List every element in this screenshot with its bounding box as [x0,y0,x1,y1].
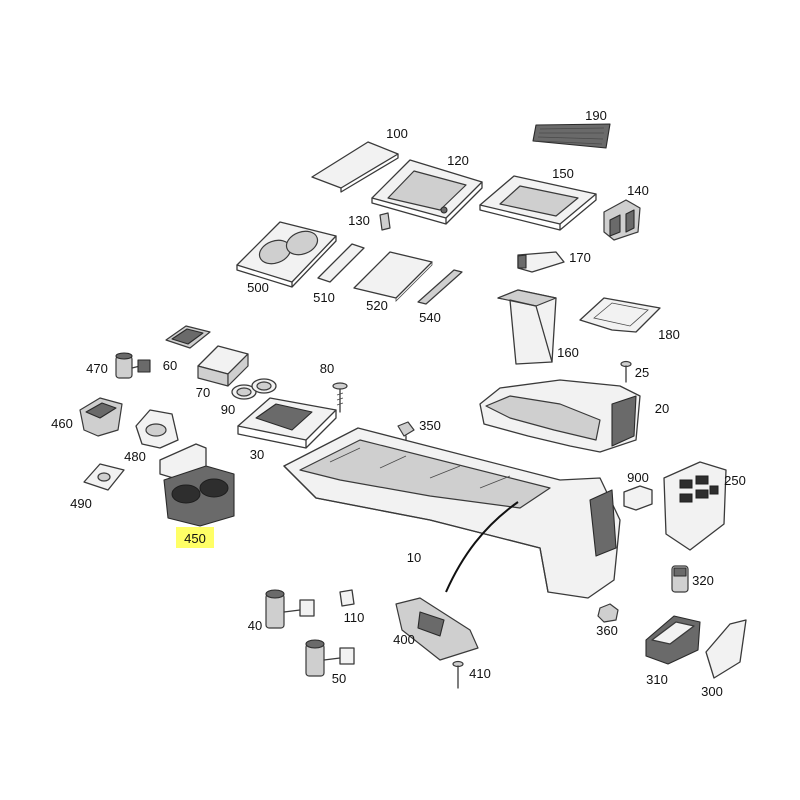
part-310-drawing [645,615,701,665]
part-410-drawing [452,660,464,689]
part-500-drawing [236,221,337,288]
part-360-drawing [597,603,619,623]
part-470-drawing [115,352,151,379]
part-label-20[interactable]: 20 [655,401,669,416]
part-label-170[interactable]: 170 [569,250,591,265]
part-label-400[interactable]: 400 [393,632,415,647]
part-label-140[interactable]: 140 [627,183,649,198]
part-label-470[interactable]: 470 [86,361,108,376]
part-label-30[interactable]: 30 [250,447,264,462]
part-labels: 190 100 120 150 140 130 170 500 510 520 … [51,108,746,699]
part-350-drawing [397,421,415,443]
part-80-drawing [332,382,348,413]
part-label-480[interactable]: 480 [124,449,146,464]
part-30-drawing [237,397,337,449]
part-label-320[interactable]: 320 [692,573,714,588]
part-label-10[interactable]: 10 [407,550,421,565]
part-label-80[interactable]: 80 [320,361,334,376]
part-label-50[interactable]: 50 [332,671,346,686]
part-label-60[interactable]: 60 [163,358,177,373]
part-20-drawing [479,379,641,453]
part-70-drawing [197,345,249,387]
part-300-drawing [705,619,747,679]
part-250-drawing [663,461,727,551]
part-100-drawing [311,141,399,193]
part-label-180[interactable]: 180 [658,327,680,342]
part-label-100[interactable]: 100 [386,126,408,141]
part-130-drawing [379,212,391,231]
part-label-70[interactable]: 70 [196,385,210,400]
part-490-drawing [83,463,125,491]
part-450-highlight [176,527,214,548]
part-110-drawing [339,589,355,607]
part-180-drawing [579,297,661,333]
part-label-360[interactable]: 360 [596,623,618,638]
part-label-310[interactable]: 310 [646,672,668,687]
part-50-drawing [305,639,355,677]
part-label-130[interactable]: 130 [348,213,370,228]
part-10-drawing [283,427,621,599]
part-label-450[interactable]: 450 [184,531,206,546]
part-label-350[interactable]: 350 [419,418,441,433]
part-140-drawing [603,199,641,241]
part-40-drawing [265,589,315,629]
part-label-300[interactable]: 300 [701,684,723,699]
part-label-520[interactable]: 520 [366,298,388,313]
part-label-160[interactable]: 160 [557,345,579,360]
part-480-drawing [135,409,179,449]
part-520-drawing [353,251,433,302]
part-label-110[interactable]: 110 [344,610,365,625]
part-540-drawing [417,269,463,305]
part-label-150[interactable]: 150 [552,166,574,181]
part-400-drawing [395,597,479,661]
part-510-drawing [317,243,365,283]
part-170-drawing [517,251,565,273]
part-label-190[interactable]: 190 [585,108,607,123]
part-label-460[interactable]: 460 [51,416,73,431]
part-120-drawing [371,159,483,225]
part-label-250[interactable]: 250 [724,473,746,488]
part-label-40[interactable]: 40 [248,618,262,633]
part-460-drawing [79,397,123,437]
part-90-drawing [231,378,277,400]
part-label-490[interactable]: 490 [70,496,92,511]
part-160-drawing [497,289,557,365]
part-450-drawing [159,443,235,527]
part-label-900[interactable]: 900 [627,470,649,485]
part-label-510[interactable]: 510 [313,290,335,305]
part-label-410[interactable]: 410 [469,666,491,681]
part-190-drawing [532,123,611,149]
part-label-25[interactable]: 25 [635,365,649,380]
part-25-drawing [620,360,632,383]
part-label-120[interactable]: 120 [447,153,469,168]
part-label-90[interactable]: 90 [221,402,235,417]
part-60-drawing [165,325,211,349]
part-320-drawing [671,565,689,593]
part-label-540[interactable]: 540 [419,310,441,325]
part-900-drawing [623,485,653,511]
leader-line-400 [445,501,519,593]
part-150-drawing [479,175,597,231]
part-label-500[interactable]: 500 [247,280,269,295]
